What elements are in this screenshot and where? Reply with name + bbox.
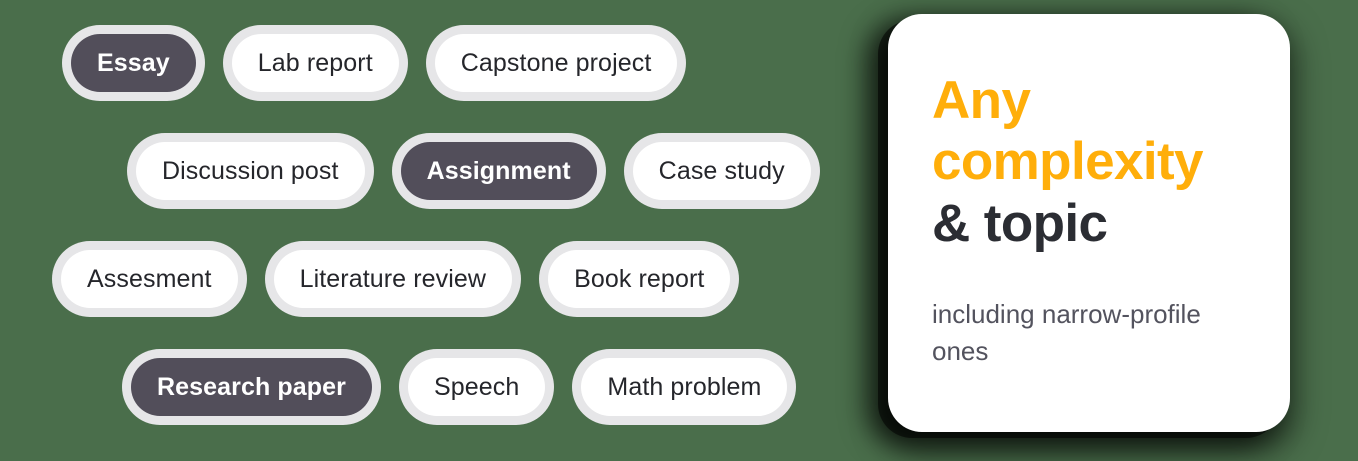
chip-label: Essay: [71, 34, 196, 92]
chip-label: Discussion post: [136, 142, 365, 200]
card-title: Any complexity & topic: [932, 70, 1246, 254]
chip-label: Math problem: [581, 358, 788, 416]
chip-discussion-post[interactable]: Discussion post: [127, 133, 374, 209]
chip-row-1: Essay Lab report Capstone project: [62, 25, 687, 101]
card-title-line-2: complexity: [932, 132, 1203, 192]
complexity-card-wrapper: Any complexity & topic including narrow-…: [888, 14, 1290, 432]
chip-label: Speech: [408, 358, 546, 416]
chip-row-2: Discussion post Assignment Case study: [127, 133, 820, 209]
chip-label: Research paper: [131, 358, 372, 416]
complexity-card: Any complexity & topic including narrow-…: [888, 14, 1290, 432]
chip-lab-report[interactable]: Lab report: [222, 25, 408, 101]
chip-capstone-project[interactable]: Capstone project: [425, 25, 687, 101]
chip-label: Assesment: [61, 250, 238, 308]
card-title-line-1: Any: [932, 71, 1031, 130]
chip-speech[interactable]: Speech: [399, 349, 555, 425]
chip-row-3: Assesment Literature review Book report: [52, 241, 740, 317]
chip-math-problem[interactable]: Math problem: [572, 349, 797, 425]
chip-label: Literature review: [273, 250, 513, 308]
chip-assignment[interactable]: Assignment: [391, 133, 606, 209]
chip-label: Capstone project: [434, 34, 678, 92]
chip-essay[interactable]: Essay: [62, 25, 205, 101]
chip-label: Book report: [548, 250, 731, 308]
card-subtitle: including narrow-profile ones: [932, 299, 1201, 367]
chip-case-study[interactable]: Case study: [623, 133, 820, 209]
chip-row-4: Research paper Speech Math problem: [122, 349, 797, 425]
chip-research-paper[interactable]: Research paper: [122, 349, 381, 425]
chip-assesment[interactable]: Assesment: [52, 241, 247, 317]
chip-literature-review[interactable]: Literature review: [264, 241, 522, 317]
card-title-line-3: & topic: [932, 193, 1108, 253]
chip-label: Case study: [632, 142, 811, 200]
chip-label: Assignment: [400, 142, 597, 200]
chip-book-report[interactable]: Book report: [539, 241, 740, 317]
paper-type-chip-group: Essay Lab report Capstone project Discus…: [52, 25, 820, 425]
chip-label: Lab report: [231, 34, 399, 92]
